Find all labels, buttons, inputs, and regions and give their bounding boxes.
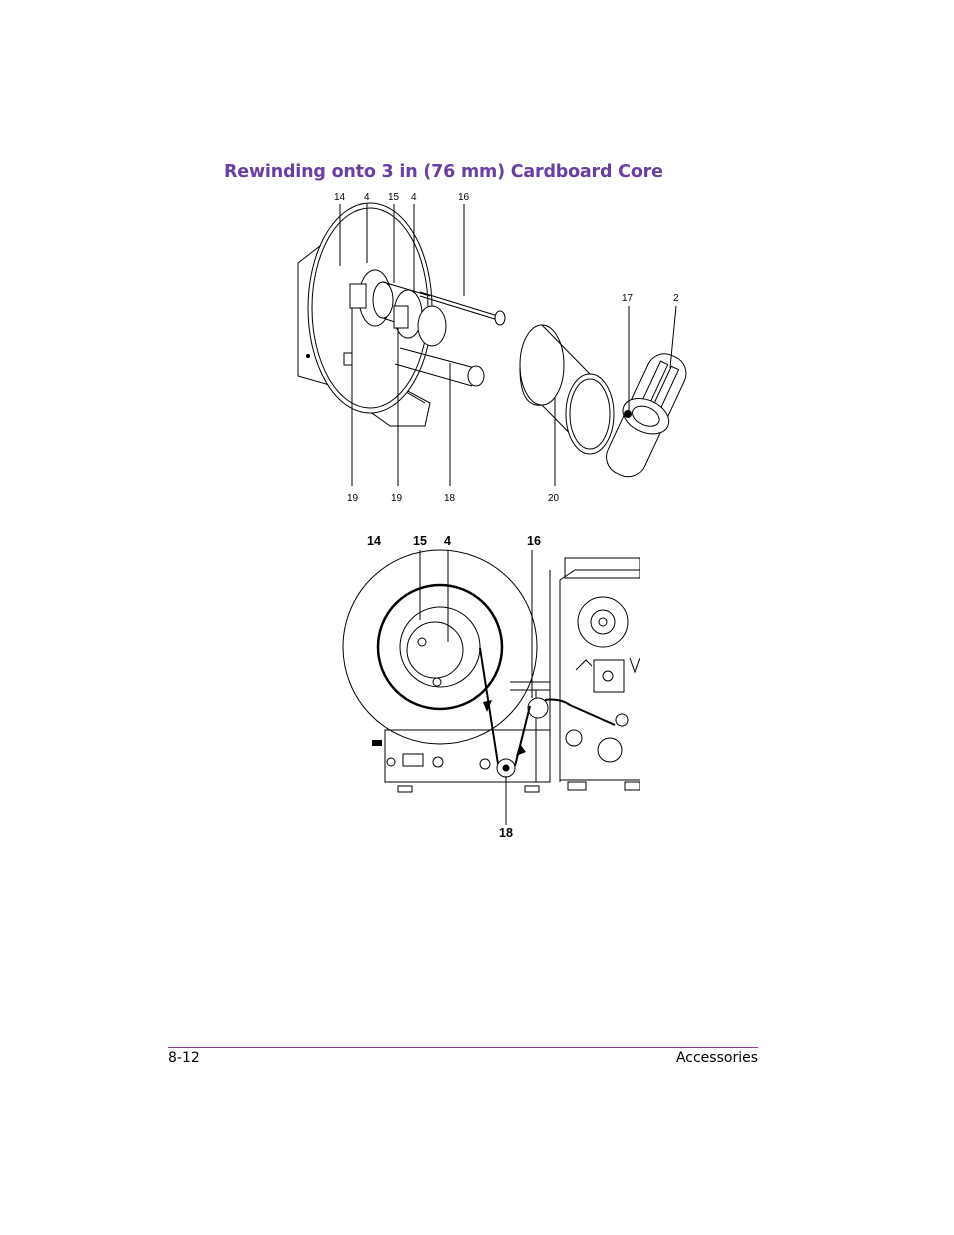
callout-2: 2 bbox=[673, 293, 679, 304]
callout-16: 16 bbox=[458, 192, 470, 203]
rewinder-exploded-figure: 14 4 15 4 16 17 2 19 19 18 20 bbox=[280, 188, 700, 510]
callout-19b: 19 bbox=[391, 493, 403, 504]
page-number: 8-12 bbox=[168, 1050, 200, 1066]
callout-19: 19 bbox=[347, 493, 359, 504]
callout-16-side: 16 bbox=[527, 534, 541, 548]
callout-18-side: 18 bbox=[499, 826, 513, 840]
rewinder-side-figure: 14 15 4 16 18 bbox=[340, 530, 640, 845]
section-heading: Rewinding onto 3 in (76 mm) Cardboard Co… bbox=[224, 162, 663, 182]
callout-15: 15 bbox=[388, 192, 400, 203]
footer-rule bbox=[168, 1047, 758, 1048]
callout-14-side: 14 bbox=[367, 534, 381, 548]
callout-20: 20 bbox=[548, 493, 560, 504]
rewinder-exploded-drawing bbox=[297, 202, 687, 486]
chapter-name: Accessories bbox=[675, 1050, 758, 1066]
callout-4b: 4 bbox=[411, 192, 417, 203]
callout-4: 4 bbox=[364, 192, 370, 203]
callout-14: 14 bbox=[334, 192, 346, 203]
callout-4-side: 4 bbox=[444, 534, 451, 548]
callout-18: 18 bbox=[444, 493, 456, 504]
callout-15-side: 15 bbox=[413, 534, 427, 548]
rewinder-side-drawing bbox=[342, 549, 640, 825]
callout-17: 17 bbox=[622, 293, 634, 304]
